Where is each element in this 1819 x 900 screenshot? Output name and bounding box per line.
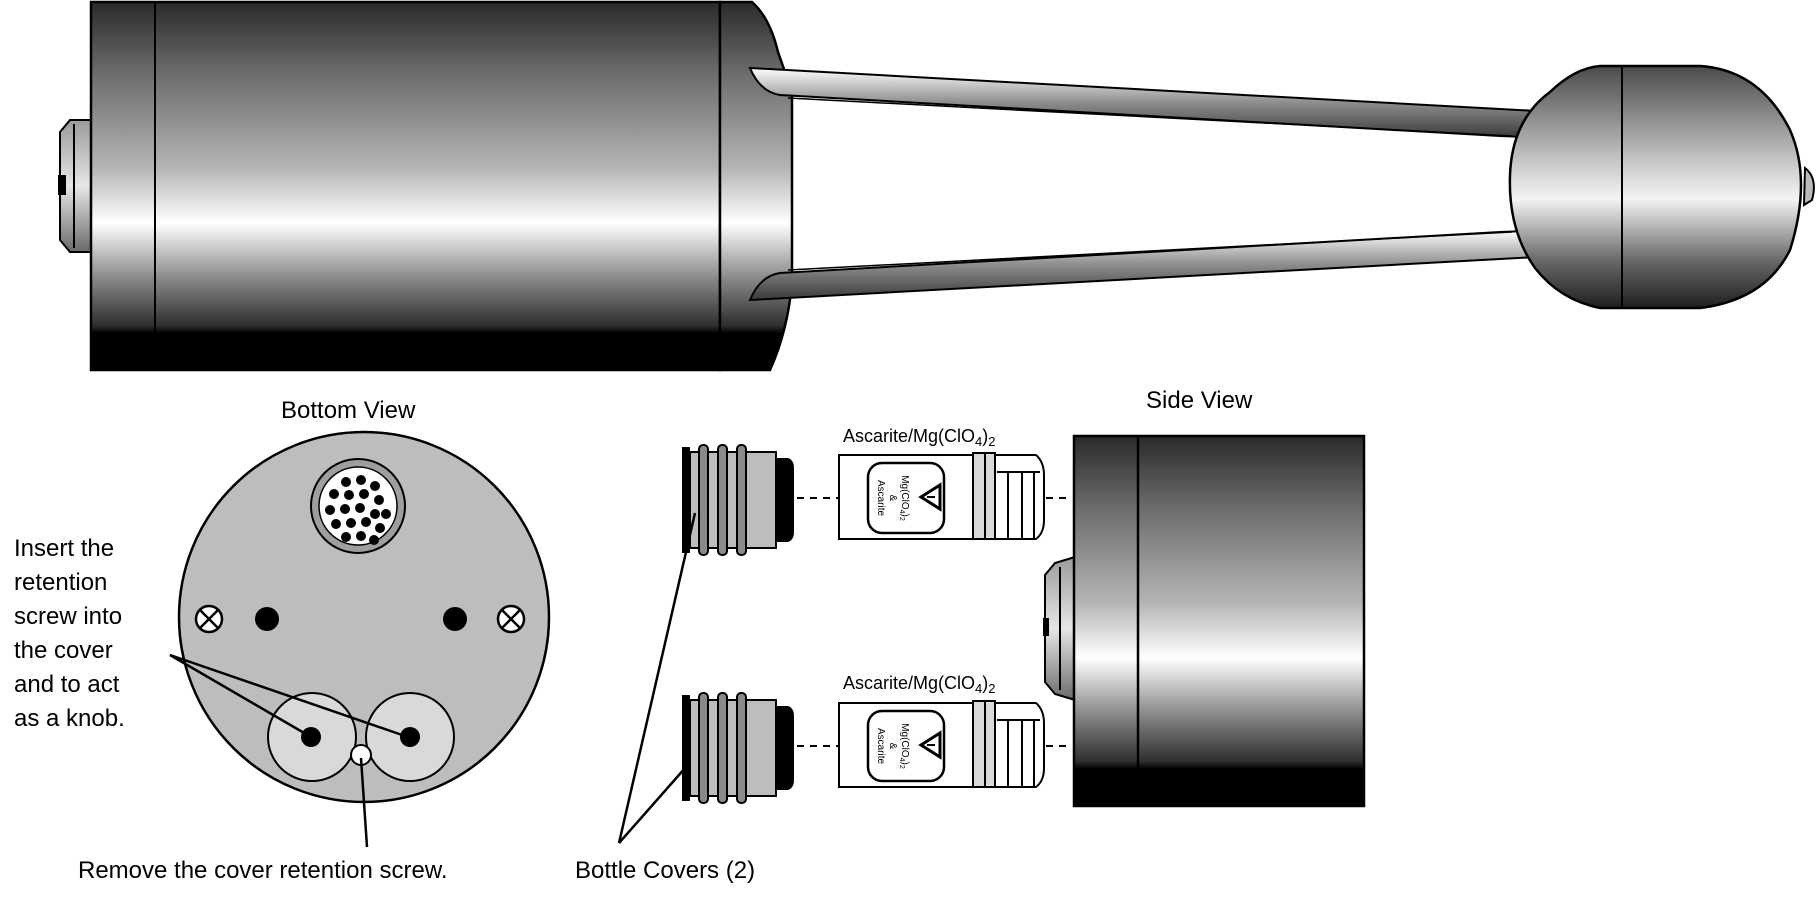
cylinder-taper	[718, 0, 794, 372]
svg-text:&: &	[887, 743, 898, 750]
remove-instruction: Remove the cover retention screw.	[78, 857, 448, 884]
svg-text:Ascarite: Ascarite	[875, 480, 886, 517]
leader-lines-bottle-covers	[617, 512, 697, 844]
svg-text:Mg(ClO4)2: Mg(ClO4)2	[898, 723, 910, 769]
svg-text:Ascarite: Ascarite	[875, 728, 886, 765]
chemical-label: Ascarite/Mg(ClO4)2	[843, 426, 996, 449]
support-rods	[748, 66, 1562, 302]
bottom-view-title: Bottom View	[281, 397, 416, 424]
bottle-label: Mg(ClO4)2 & Ascarite	[875, 475, 910, 521]
sensor-body-full	[58, 0, 1815, 372]
bottle-assembly-lower: Mg(ClO4)2 & Ascarite Ascarite/Mg(ClO4)2	[682, 673, 1072, 804]
chemical-bottle: Mg(ClO4)2 & Ascarite	[838, 700, 1045, 788]
bottle-cover	[682, 444, 794, 556]
svg-text:as a knob.: as a knob.	[14, 705, 125, 732]
bottle-assembly-upper: Mg(ClO4)2 & Ascarite Ascarite/Mg(ClO4)2	[682, 426, 1072, 556]
chemical-label: Ascarite/Mg(ClO4)2	[843, 673, 996, 696]
svg-text:the cover: the cover	[14, 637, 113, 664]
multi-pin-connector	[310, 458, 406, 554]
cross-screw-icon	[194, 604, 224, 634]
chemical-bottle: Mg(ClO4)2 & Ascarite	[838, 452, 1045, 540]
bottle-covers-label: Bottle Covers (2)	[575, 857, 755, 884]
mounting-hole	[255, 607, 279, 631]
svg-text:Mg(ClO4)2: Mg(ClO4)2	[898, 475, 910, 521]
svg-text:and to act: and to act	[14, 671, 120, 698]
mounting-hole	[443, 607, 467, 631]
cross-screw-icon	[496, 604, 526, 634]
main-cylinder	[89, 0, 722, 372]
sensor-head	[1508, 64, 1815, 310]
side-view-body	[1043, 434, 1366, 808]
warning-triangle-icon	[918, 730, 942, 760]
side-view-title: Side View	[1146, 387, 1253, 414]
left-end-cap	[58, 119, 93, 253]
bottle-label: Mg(ClO4)2 & Ascarite	[875, 723, 910, 769]
bottle-cover	[682, 692, 794, 804]
bottom-view-plate	[177, 430, 551, 804]
svg-text:&: &	[887, 495, 898, 502]
warning-triangle-icon	[918, 482, 942, 512]
svg-text:retention: retention	[14, 569, 107, 596]
insert-instruction: Insert the retention screw into the cove…	[14, 535, 125, 732]
svg-text:Insert the: Insert the	[14, 535, 114, 562]
svg-text:screw into: screw into	[14, 603, 122, 630]
leader-lines-bottom-view	[169, 653, 409, 848]
